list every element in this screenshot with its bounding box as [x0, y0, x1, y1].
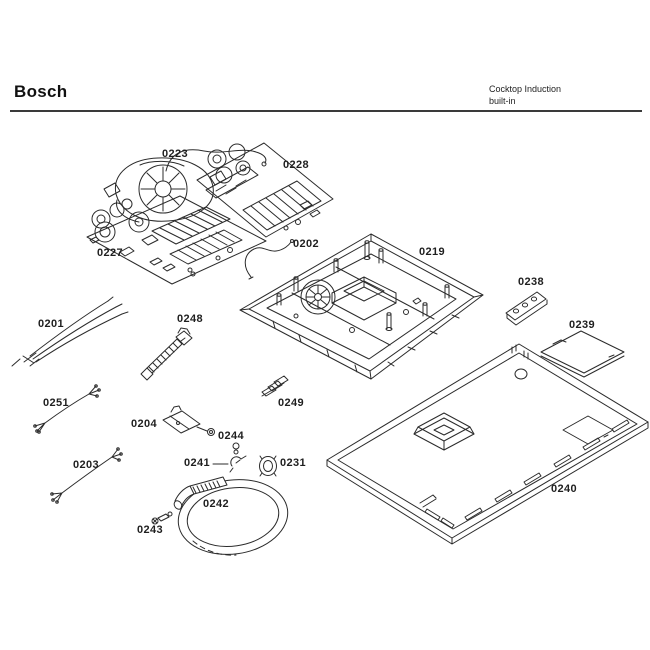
supply-cable-drawing — [140, 327, 193, 381]
part-label-0238: 0238 — [518, 276, 545, 288]
part-label-0248: 0248 — [177, 313, 204, 325]
part-label-0201: 0201 — [38, 318, 65, 330]
grommet-drawing — [259, 455, 277, 477]
part-label-0202: 0202 — [293, 238, 320, 250]
plug-connector-drawing — [261, 375, 289, 397]
part-label-0244: 0244 — [218, 430, 245, 442]
nut-drawing — [232, 442, 240, 455]
jumper-wire-drawing — [244, 239, 294, 280]
power-module-upper-drawing — [196, 142, 334, 238]
product-variant: built-in — [489, 96, 516, 106]
flexible-conduit-drawing — [173, 476, 289, 556]
wire-set-drawing — [11, 296, 129, 367]
part-label-0242: 0242 — [203, 498, 230, 510]
screw-fitting-drawing — [151, 511, 173, 525]
part-label-0219: 0219 — [419, 246, 446, 258]
clamp-drawing — [212, 455, 247, 473]
fan-drawing — [103, 149, 267, 223]
holder-drawing — [162, 405, 215, 436]
part-label-0251: 0251 — [43, 397, 70, 409]
part-label-0228: 0228 — [283, 159, 310, 171]
part-label-0204: 0204 — [131, 418, 158, 430]
part-label-0223: 0223 — [162, 148, 189, 160]
part-label-0241: 0241 — [184, 457, 211, 469]
pad-drawing — [540, 330, 625, 378]
part-label-0239: 0239 — [569, 319, 596, 331]
header-divider — [10, 110, 642, 112]
product-line: Cocktop Induction — [489, 84, 562, 94]
wire-harness-lower-drawing — [50, 447, 123, 504]
brand-logo-text: Bosch — [14, 82, 68, 101]
housing-tray-drawing — [239, 233, 484, 380]
bottom-pan-drawing — [326, 343, 649, 545]
product-title: Cocktop Induction built-in — [489, 83, 561, 107]
part-label-0240: 0240 — [551, 483, 578, 495]
power-module-lower-drawing — [86, 195, 267, 285]
wire-harness-upper-drawing — [33, 384, 101, 434]
part-label-0203: 0203 — [73, 459, 100, 471]
part-label-0249: 0249 — [278, 397, 305, 409]
part-label-0227: 0227 — [97, 247, 124, 259]
part-label-0231: 0231 — [280, 457, 307, 469]
bracket-drawing — [505, 291, 548, 326]
part-label-0243: 0243 — [137, 524, 164, 536]
